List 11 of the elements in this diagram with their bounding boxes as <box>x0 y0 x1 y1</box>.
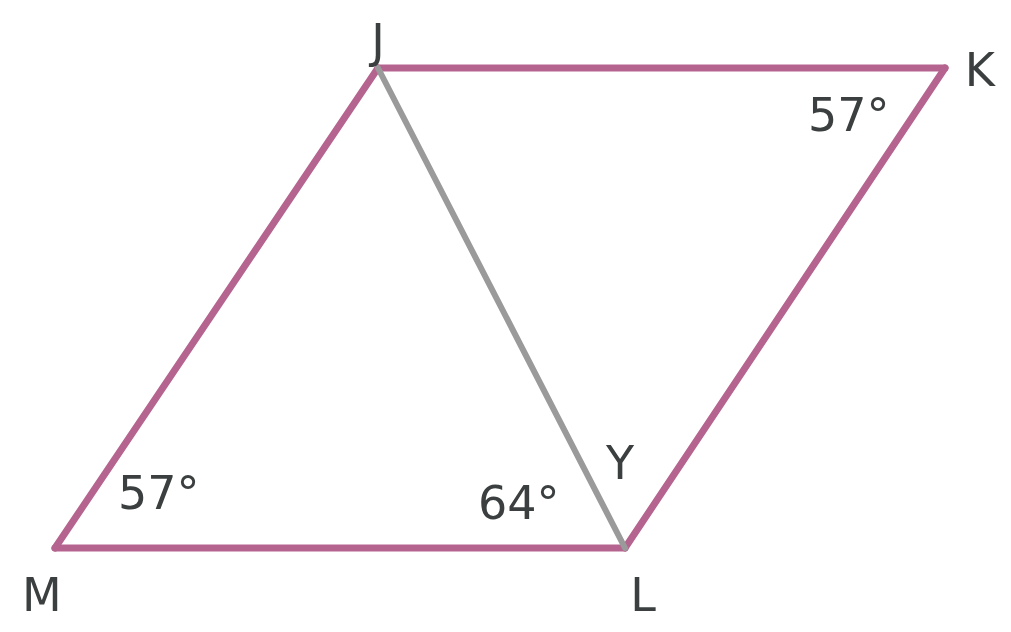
side-line <box>51 64 382 552</box>
angle-label: 57° <box>808 92 890 138</box>
angle-label: Y <box>606 440 635 486</box>
angle-label: 64° <box>478 480 560 526</box>
vertex-label: L <box>612 548 674 618</box>
vertex-label: K <box>945 44 995 96</box>
side-line <box>51 544 629 552</box>
vertex-label: J <box>352 18 404 68</box>
angle-label: 57° <box>118 470 200 516</box>
side-line <box>375 65 628 551</box>
vertex-label: M <box>22 548 88 618</box>
